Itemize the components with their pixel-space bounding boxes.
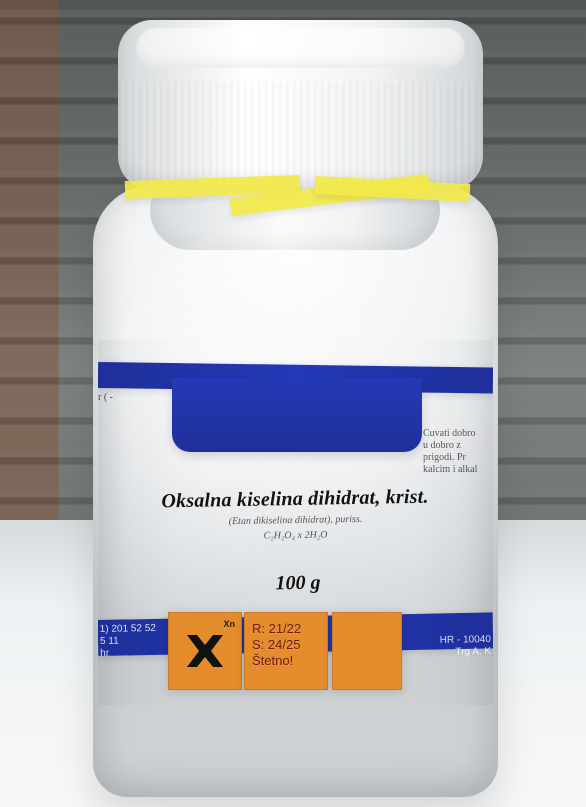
band-left-text: 1) 201 52 52 5 11 hr [99,622,157,659]
product-subtitle: (Etan dikiselina dihidrat), puriss. [228,513,363,528]
label-right-edge-text: Čuvati dobro u dobro z prigodi. Pr kalci… [423,428,478,475]
bottle-cap [118,20,483,190]
bottle-label: r ( - rr Čuvati dobro u dobro z prigodi.… [98,340,493,705]
blank-orange-box [332,612,402,690]
hazard-x-icon [187,635,223,667]
risk-safety-box: R: 21/22 S: 24/25 Štetno! [244,612,328,690]
band-right-text: HR - 10040 Trg A. K [439,634,492,658]
product-title: Oksalna kiselina dihidrat, krist. [161,485,429,513]
cap-top [136,28,465,68]
hazard-word: Štetno! [252,653,294,668]
hazard-code: Xn [223,619,235,629]
s-phrase: S: 24/25 [252,637,301,652]
label-left-edge-text: r ( - rr [98,392,116,403]
chemical-bottle [93,185,498,797]
product-formula: C₂H₂O₄ x 2H₂O [263,529,328,542]
product-amount: 100 g [275,571,321,595]
risk-safety-text: R: 21/22 S: 24/25 Štetno! [252,621,324,669]
label-tab [172,378,422,452]
hazard-pictogram-box: Xn [168,612,242,690]
r-phrase: R: 21/22 [252,621,302,636]
yellow-seal [124,170,471,217]
